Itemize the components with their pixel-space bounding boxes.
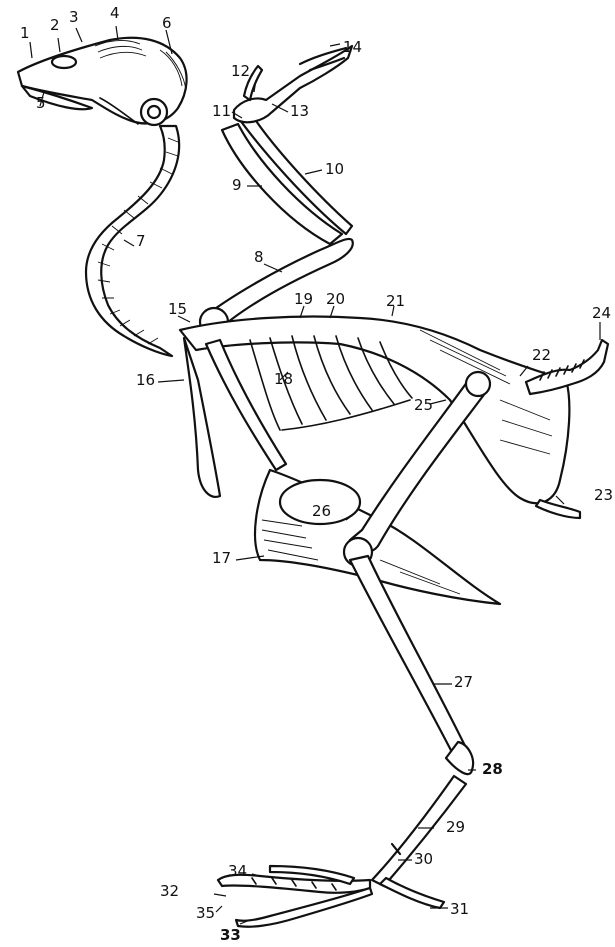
label-33: 33 bbox=[220, 928, 241, 943]
label-14: 14 bbox=[343, 40, 362, 55]
label-28: 28 bbox=[482, 762, 503, 777]
label-16: 16 bbox=[136, 373, 155, 388]
label-29: 29 bbox=[446, 820, 465, 835]
label-15: 15 bbox=[168, 302, 187, 317]
label-20: 20 bbox=[326, 292, 345, 307]
label-25: 25 bbox=[414, 398, 433, 413]
label-5: 5 bbox=[36, 96, 46, 111]
label-9: 9 bbox=[232, 178, 242, 193]
label-23: 23 bbox=[594, 488, 613, 503]
label-2: 2 bbox=[50, 18, 60, 33]
label-4: 4 bbox=[110, 6, 120, 21]
label-19: 19 bbox=[294, 292, 313, 307]
label-24: 24 bbox=[592, 306, 611, 321]
label-31: 31 bbox=[450, 902, 469, 917]
label-21: 21 bbox=[386, 294, 405, 309]
label-35: 35 bbox=[196, 906, 215, 921]
label-18: 18 bbox=[274, 372, 293, 387]
label-3: 3 bbox=[69, 10, 79, 25]
label-10: 10 bbox=[325, 162, 344, 177]
label-27: 27 bbox=[454, 675, 473, 690]
label-34: 34 bbox=[228, 864, 247, 879]
label-26: 26 bbox=[312, 504, 331, 519]
label-30: 30 bbox=[414, 852, 433, 867]
label-6: 6 bbox=[162, 16, 172, 31]
label-11: 11 bbox=[212, 104, 231, 119]
label-8: 8 bbox=[254, 250, 264, 265]
label-12: 12 bbox=[231, 64, 250, 79]
label-22: 22 bbox=[532, 348, 551, 363]
label-1: 1 bbox=[20, 26, 30, 41]
label-32: 32 bbox=[160, 884, 179, 899]
label-7: 7 bbox=[136, 234, 146, 249]
label-17: 17 bbox=[212, 551, 231, 566]
label-13: 13 bbox=[290, 104, 309, 119]
